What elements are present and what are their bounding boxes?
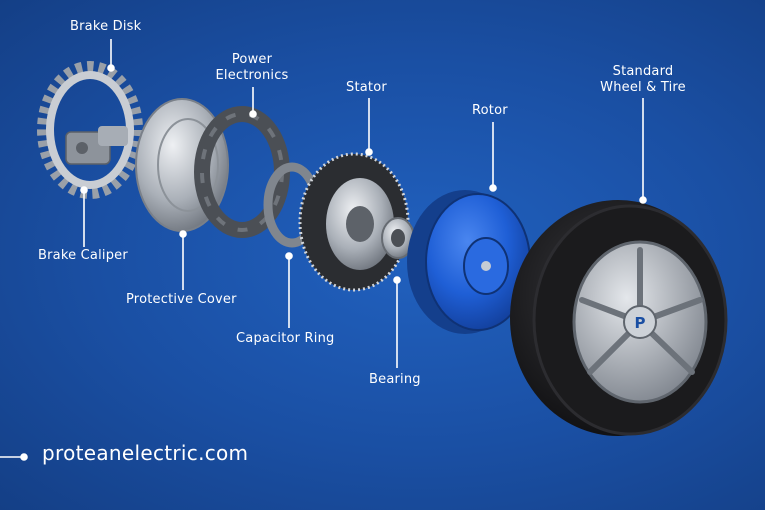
label-rotor: Rotor bbox=[472, 103, 508, 118]
brake-caliper bbox=[65, 126, 128, 165]
label-stator: Stator bbox=[346, 80, 387, 95]
label-power-electronics-line1: Power bbox=[231, 52, 273, 67]
website-link[interactable]: proteanelectric.com bbox=[42, 441, 249, 465]
stator bbox=[298, 152, 410, 292]
wheel-logo: P bbox=[635, 314, 646, 332]
label-standard-wheel-line2: Wheel & Tire bbox=[600, 80, 686, 95]
label-bearing: Bearing bbox=[369, 372, 421, 387]
label-brake-caliper: Brake Caliper bbox=[38, 248, 128, 263]
label-capacitor-ring: Capacitor Ring bbox=[236, 331, 335, 346]
label-protective-cover: Protective Cover bbox=[126, 292, 237, 307]
label-brake-disk: Brake Disk bbox=[70, 19, 142, 34]
label-power-electronics: Power Electronics bbox=[214, 52, 290, 84]
label-standard-wheel-line1: Standard bbox=[612, 64, 674, 79]
rotor bbox=[407, 190, 531, 334]
label-standard-wheel-tire: Standard Wheel & Tire bbox=[596, 64, 690, 96]
label-power-electronics-line2: Electronics bbox=[215, 68, 289, 83]
leader-lines bbox=[0, 39, 647, 461]
wheel-and-tire: P bbox=[510, 200, 728, 436]
brake-disk bbox=[37, 61, 143, 199]
